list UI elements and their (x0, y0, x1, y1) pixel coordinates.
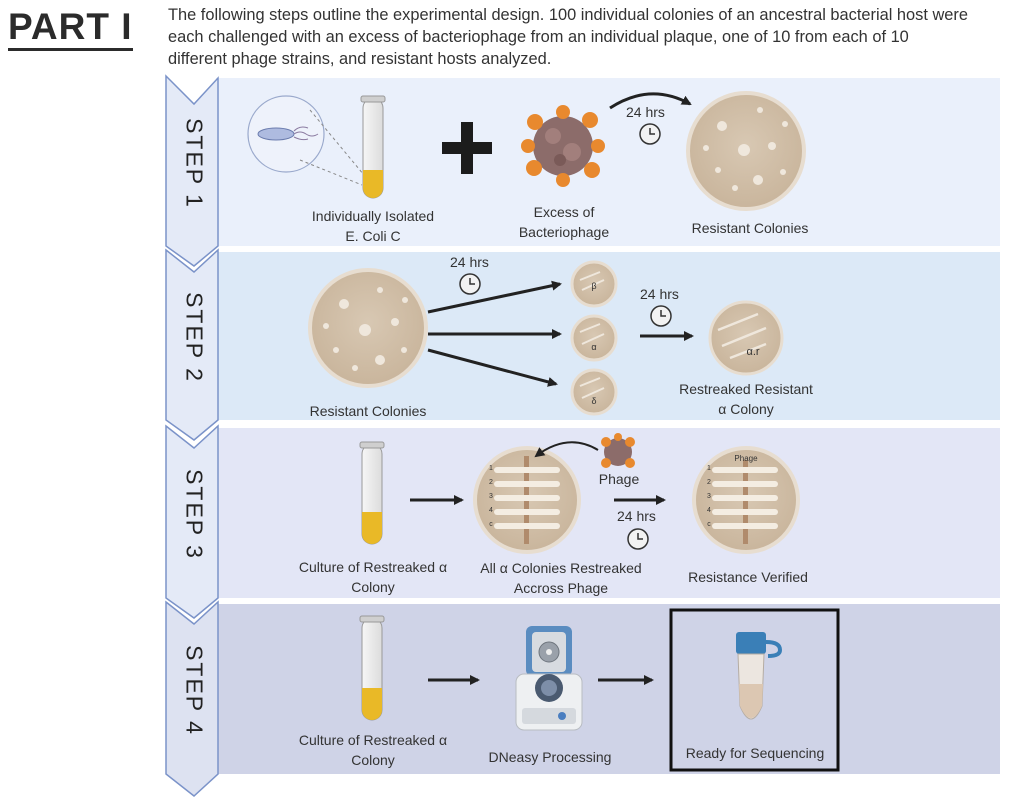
plate-delta-label: δ (591, 396, 597, 406)
plate-b-row-1: 1 (707, 465, 711, 472)
plate-beta (570, 260, 618, 308)
time-label-step1: 24 hrs (626, 104, 665, 120)
clock-icon-step2b (650, 305, 672, 327)
culture-label-step3-line1: Culture of Restreaked α (298, 559, 448, 575)
step1-chevron (165, 74, 219, 267)
step1-label: STEP 1 (181, 118, 208, 209)
streak-plate-all-colonies (473, 446, 581, 554)
plate-a-row-c: c (489, 521, 493, 528)
step1-band (216, 78, 1000, 246)
sample-tube-icon (736, 632, 783, 720)
ready-label: Ready for Sequencing (685, 745, 825, 761)
all-restreaked-line1: All α Colonies Restreaked (480, 560, 642, 576)
clock-icon-step1 (639, 123, 661, 145)
step4-chevron (165, 600, 219, 797)
step2-label: STEP 2 (181, 292, 208, 383)
excess-label-line1: Excess of (533, 204, 595, 220)
resistant-colonies-plate-step2 (308, 268, 428, 388)
plate-alpha-label: α (591, 342, 597, 352)
step3-label: STEP 3 (181, 469, 208, 560)
all-restreaked-line2: Accross Phage (513, 580, 609, 596)
plate-a-row-3: 3 (489, 493, 493, 500)
resistant-label-step2: Resistant Colonies (309, 403, 427, 419)
culture-label-step4-line1: Culture of Restreaked α (298, 732, 448, 748)
resistant-colonies-plate-step1 (686, 91, 806, 211)
isolated-label-line1: Individually Isolated (311, 208, 435, 224)
step4-band (216, 604, 1000, 774)
clock-icon-step3 (627, 528, 649, 550)
excess-label-line2: Bacteriophage (518, 224, 610, 240)
restreak-label-line1: Restreaked Resistant (679, 381, 813, 397)
step4-label: STEP 4 (181, 645, 208, 736)
culture-tube-step1 (360, 95, 386, 199)
dneasy-label: DNeasy Processing (488, 749, 612, 765)
arrow-to-delta (427, 348, 558, 387)
restreak-label-line2: α Colony (718, 401, 774, 417)
step2-chevron (165, 248, 219, 441)
plate-phage-label: Phage (734, 454, 758, 463)
streak-plate-verified (692, 446, 800, 554)
plate-a-row-1: 1 (489, 465, 493, 472)
resistance-verified-label: Resistance Verified (688, 569, 808, 585)
ready-box (669, 608, 840, 772)
phage-small-icon (601, 433, 635, 468)
plate-b-row-4: 4 (707, 507, 711, 514)
culture-label-step4-line2: Colony (351, 752, 395, 768)
time-label-step2a: 24 hrs (450, 254, 489, 270)
time-arrow-step1 (609, 92, 692, 110)
arrow-to-beta (427, 280, 562, 314)
plate-b-row-3: 3 (707, 493, 711, 500)
plate-beta-label: β (591, 281, 597, 291)
phage-application-arrow (534, 441, 599, 458)
isolated-label-line2: E. Coli C (345, 228, 401, 244)
bacterium-magnifier (247, 95, 365, 186)
plate-b-row-c: c (707, 521, 711, 528)
plate-b-row-2: 2 (707, 479, 711, 486)
clock-icon-step2a (459, 273, 481, 295)
culture-label-step3-line2: Colony (351, 579, 395, 595)
step3-chevron (165, 424, 219, 619)
plate-alpha-restreaked (708, 300, 784, 376)
part-title: PART I (8, 8, 133, 51)
centrifuge-icon (515, 626, 583, 731)
phage-label: Phage (598, 471, 640, 487)
plus-icon (442, 122, 492, 174)
plate-ar-label: α.r (746, 346, 760, 358)
plate-delta (570, 368, 618, 416)
resistant-label-step1: Resistant Colonies (691, 220, 809, 236)
time-label-step2b: 24 hrs (640, 286, 679, 302)
time-label-step3: 24 hrs (617, 508, 656, 524)
culture-tube-step3 (359, 441, 385, 545)
plate-a-row-4: 4 (489, 507, 493, 514)
plate-a-row-2: 2 (489, 479, 493, 486)
intro-paragraph: The following steps outline the experime… (168, 6, 968, 68)
culture-tube-step4 (359, 615, 385, 721)
plate-alpha (570, 314, 618, 362)
bacteriophage-icon (521, 105, 605, 187)
